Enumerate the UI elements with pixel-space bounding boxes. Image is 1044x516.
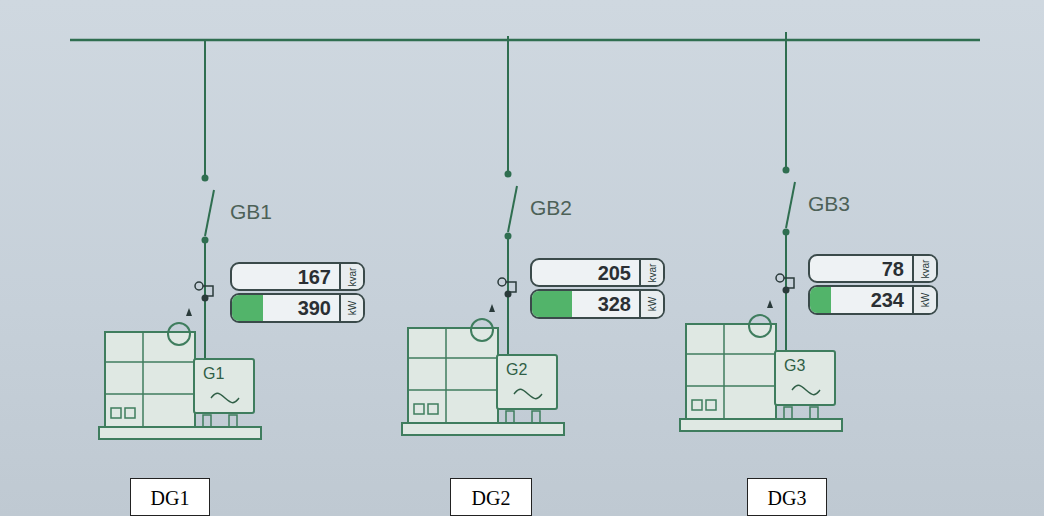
unit-cell: kW: [912, 287, 936, 313]
breaker-label: GB1: [230, 200, 272, 224]
unit-text: kvar: [347, 267, 358, 286]
generator-caption: DG2: [451, 487, 531, 510]
busbar: [70, 39, 980, 42]
level-bar: [232, 295, 263, 321]
generator-box: G1: [193, 358, 255, 414]
meter-display: 205 kvar: [530, 258, 665, 287]
meter-display: 390 kW: [230, 293, 365, 323]
level-bar: [810, 287, 831, 313]
generator-feeder: [402, 36, 564, 435]
unit-cell: kW: [339, 295, 363, 321]
caption-box: DG1: [130, 478, 210, 516]
unit-text: kvar: [647, 263, 658, 282]
meter-display: 328 kW: [530, 289, 665, 319]
value-text: 205: [598, 261, 631, 284]
unit-text: kW: [347, 301, 358, 315]
generator-label: G3: [784, 357, 805, 375]
value-text: 390: [298, 297, 331, 320]
generator-feeder: [99, 40, 261, 439]
value-text: 167: [298, 265, 331, 288]
meter-display: 78 kvar: [808, 254, 938, 283]
unit-cell: kW: [639, 291, 663, 317]
value-text: 234: [871, 289, 904, 312]
value-text: 78: [882, 257, 904, 280]
breaker-label: GB2: [530, 196, 572, 220]
unit-text: kW: [647, 297, 658, 311]
value-text: 328: [598, 293, 631, 316]
caption-box: DG3: [747, 478, 827, 516]
generator-box: G3: [774, 350, 836, 406]
generator-caption: DG1: [131, 487, 209, 510]
level-bar: [532, 291, 572, 317]
meter-display: 234 kW: [808, 285, 938, 315]
unit-text: kW: [920, 293, 931, 307]
generator-box: G2: [496, 354, 558, 410]
unit-cell: kvar: [339, 264, 363, 289]
generator-label: G1: [203, 365, 224, 383]
caption-box: DG2: [450, 478, 532, 516]
meter-display: 167 kvar: [230, 262, 365, 291]
unit-cell: kvar: [639, 260, 663, 285]
generator-feeder: [680, 32, 842, 431]
generator-caption: DG3: [748, 487, 826, 510]
unit-text: kvar: [920, 259, 931, 278]
breaker-label: GB3: [808, 192, 850, 216]
unit-cell: kvar: [912, 256, 936, 281]
generator-label: G2: [506, 361, 527, 379]
